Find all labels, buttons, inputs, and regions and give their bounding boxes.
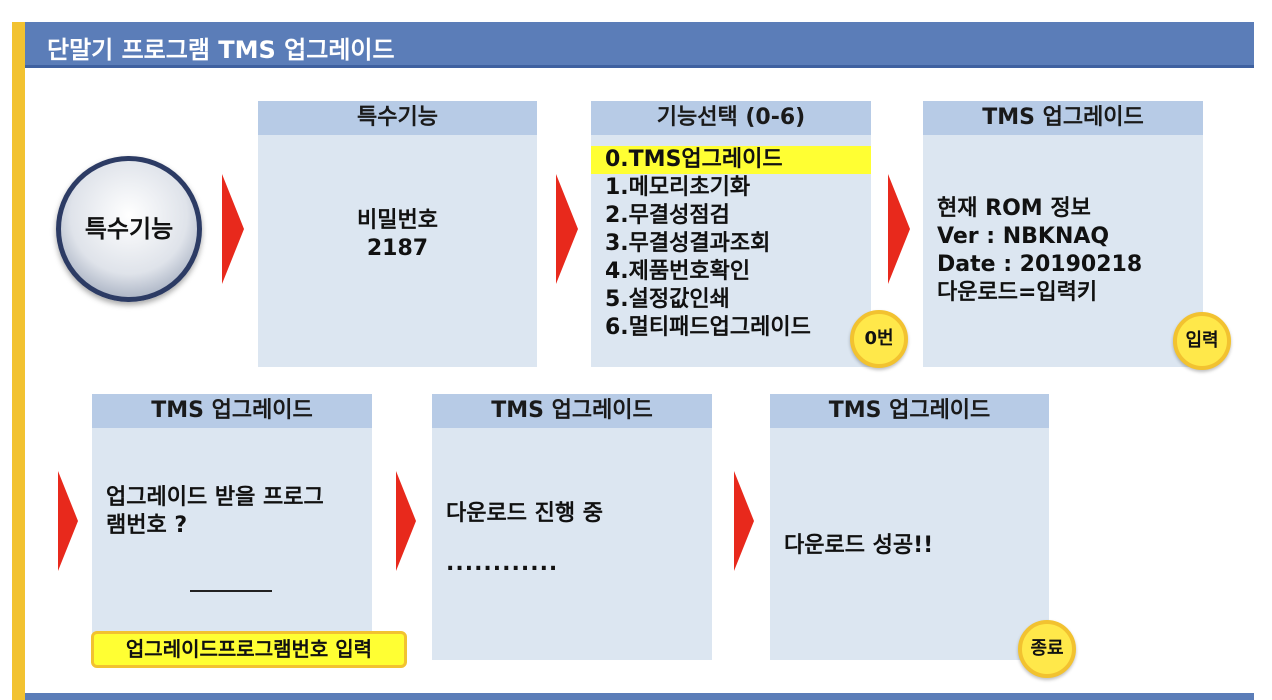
menu-item-product-number[interactable]: 4.제품번호확인 — [605, 259, 751, 284]
download-hint: 다운로드=입력키 — [937, 280, 1098, 305]
program-number-input[interactable] — [190, 590, 272, 592]
function-menu-list: 0.TMS업그레이드 1.메모리초기화 2.무결성점검 3.무결성결과조회 4.… — [591, 146, 871, 342]
rom-info-heading: 현재 ROM 정보 — [937, 196, 1091, 221]
menu-item-multipad-upgrade[interactable]: 6.멀티패드업그레이드 — [605, 315, 811, 340]
flow-arrow-1 — [222, 174, 244, 284]
download-progress-text: 다운로드 진행 중 — [446, 501, 603, 526]
panel-download-progress-title: TMS 업그레이드 — [432, 394, 712, 428]
menu-item-tms-upgrade[interactable]: 0.TMS업그레이드 — [591, 146, 871, 174]
page-header: 단말기 프로그램 TMS 업그레이드 — [25, 22, 1254, 68]
bottom-bar — [25, 693, 1254, 700]
download-success-text: 다운로드 성공!! — [784, 533, 934, 558]
panel-program-number: TMS 업그레이드 업그레이드 받을 프로그 램번호 ? — [92, 394, 372, 660]
flow-arrow-4 — [58, 471, 78, 571]
password-label: 비밀번호 — [357, 208, 438, 233]
key-badge-exit[interactable]: 종료 — [1018, 620, 1076, 678]
flow-arrow-6 — [734, 471, 754, 571]
menu-item-integrity-check[interactable]: 2.무결성점검 — [605, 203, 730, 228]
special-function-button-label: 특수기능 — [84, 215, 174, 243]
special-function-button[interactable]: 특수기능 — [56, 156, 202, 302]
flow-arrow-2 — [556, 174, 578, 284]
menu-item-print-settings[interactable]: 5.설정값인쇄 — [605, 287, 730, 312]
download-progress-dots: ............ — [446, 551, 559, 576]
flow-arrow-5 — [396, 471, 416, 571]
program-number-prompt-line1: 업그레이드 받을 프로그 — [106, 485, 324, 510]
key-badge-zero[interactable]: 0번 — [850, 310, 908, 368]
panel-download-success-title: TMS 업그레이드 — [770, 394, 1049, 428]
panel-rom-info: TMS 업그레이드 현재 ROM 정보 Ver : NBKNAQ Date : … — [923, 101, 1203, 367]
left-accent-bar — [12, 22, 25, 700]
menu-item-memory-init[interactable]: 1.메모리초기화 — [605, 175, 751, 200]
program-number-prompt-line2: 램번호 ? — [106, 513, 188, 538]
panel-function-select: 기능선택 (0-6) 0.TMS업그레이드 1.메모리초기화 2.무결성점검 3… — [591, 101, 871, 367]
panel-download-success: TMS 업그레이드 다운로드 성공!! — [770, 394, 1049, 660]
panel-download-progress: TMS 업그레이드 다운로드 진행 중 ............ — [432, 394, 712, 660]
menu-item-integrity-result[interactable]: 3.무결성결과조회 — [605, 231, 771, 256]
program-number-input-tag: 업그레이드프로그램번호 입력 — [91, 631, 407, 668]
flow-arrow-3 — [888, 174, 910, 284]
panel-special-function-title: 특수기능 — [258, 101, 537, 135]
panel-rom-info-title: TMS 업그레이드 — [923, 101, 1203, 135]
page-title: 단말기 프로그램 TMS 업그레이드 — [47, 36, 395, 64]
key-badge-enter[interactable]: 입력 — [1173, 312, 1231, 370]
rom-date: Date : 20190218 — [937, 252, 1143, 277]
password-value: 2187 — [366, 236, 429, 261]
panel-special-function: 특수기능 비밀번호 2187 — [258, 101, 537, 367]
panel-program-number-title: TMS 업그레이드 — [92, 394, 372, 428]
rom-version: Ver : NBKNAQ — [937, 224, 1110, 249]
panel-function-select-title: 기능선택 (0-6) — [591, 101, 871, 135]
